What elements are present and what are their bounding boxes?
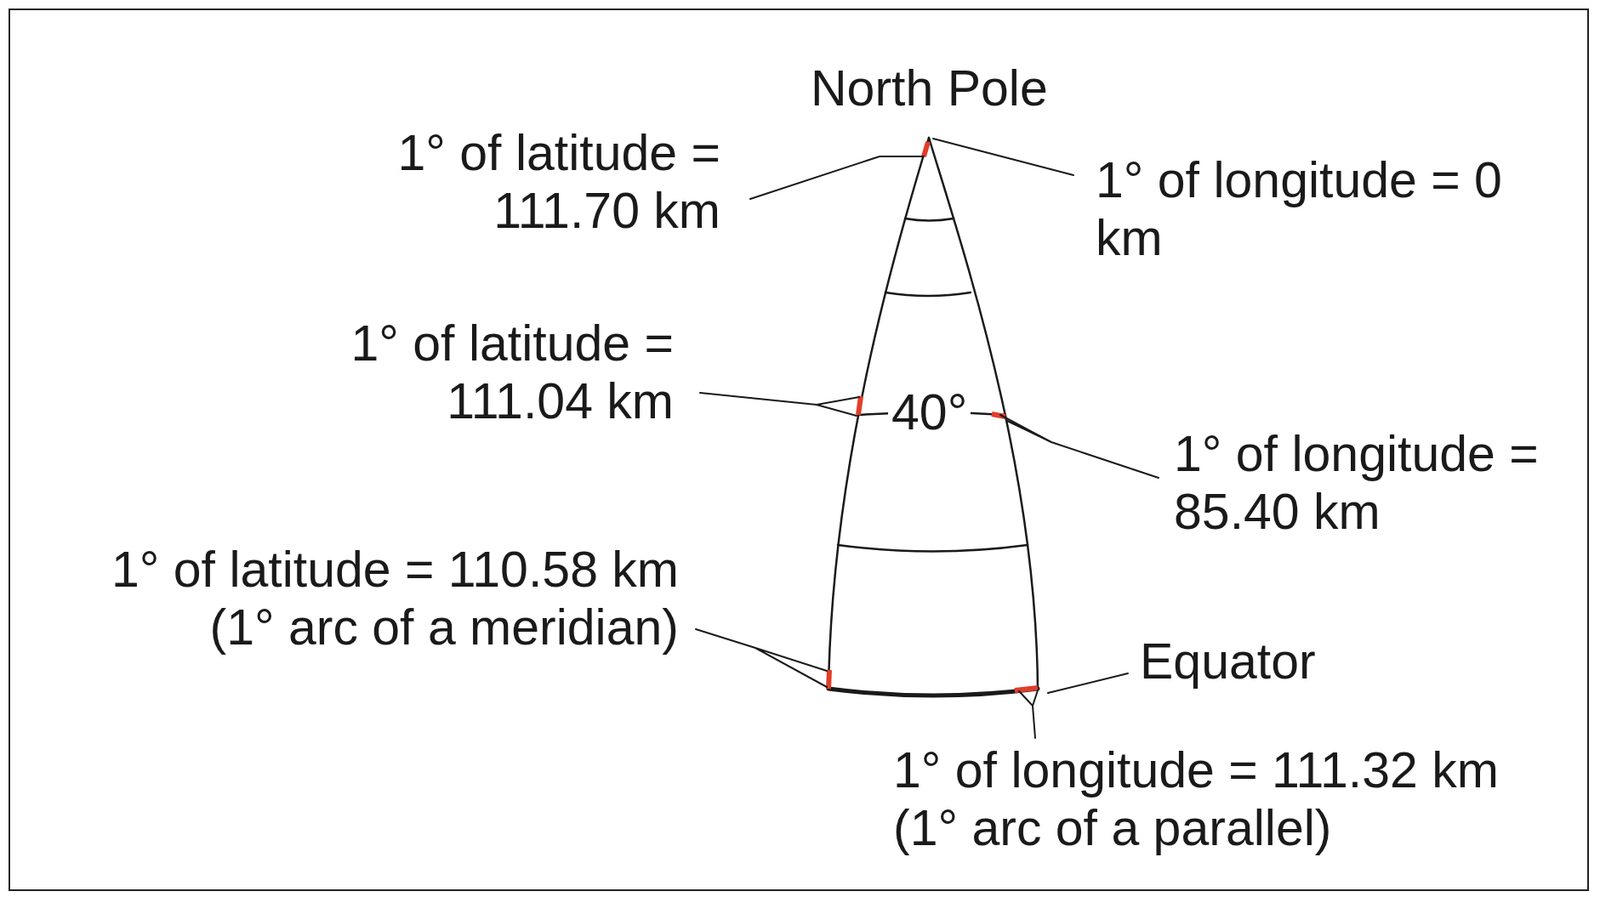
equator-line <box>828 688 1038 696</box>
leader-line <box>933 138 1074 176</box>
parallel-line <box>837 545 1028 553</box>
latitude-callout: 1° of latitude = 111.04 km <box>299 314 674 431</box>
leader-line <box>1000 415 1159 479</box>
degree-mark <box>858 396 861 416</box>
longitude-callout: 1° of longitude = 111.32 km (1° arc of a… <box>893 741 1566 858</box>
leader-line <box>1047 673 1128 694</box>
degree-mark <box>1014 688 1038 691</box>
leader-line <box>1019 690 1038 739</box>
leader-line <box>695 629 827 688</box>
equator-label: Equator <box>1139 632 1316 691</box>
latitude-callout: 1° of latitude = 110.58 km (1° arc of a … <box>57 540 679 657</box>
pole-label: North Pole <box>810 59 1048 118</box>
leader-line <box>750 156 924 200</box>
degree-mark <box>828 670 830 689</box>
leader-line <box>700 392 860 416</box>
latitude-callout: 1° of latitude = 111.70 km <box>346 124 721 240</box>
degree-mark <box>923 142 929 157</box>
parallel-line <box>905 218 954 222</box>
longitude-callout: 1° of longitude = 85.40 km <box>1173 425 1583 541</box>
latitude-marker: 40° <box>888 383 971 442</box>
parallel-line <box>885 292 971 297</box>
longitude-callout: 1° of longitude = 0 km <box>1095 151 1504 268</box>
